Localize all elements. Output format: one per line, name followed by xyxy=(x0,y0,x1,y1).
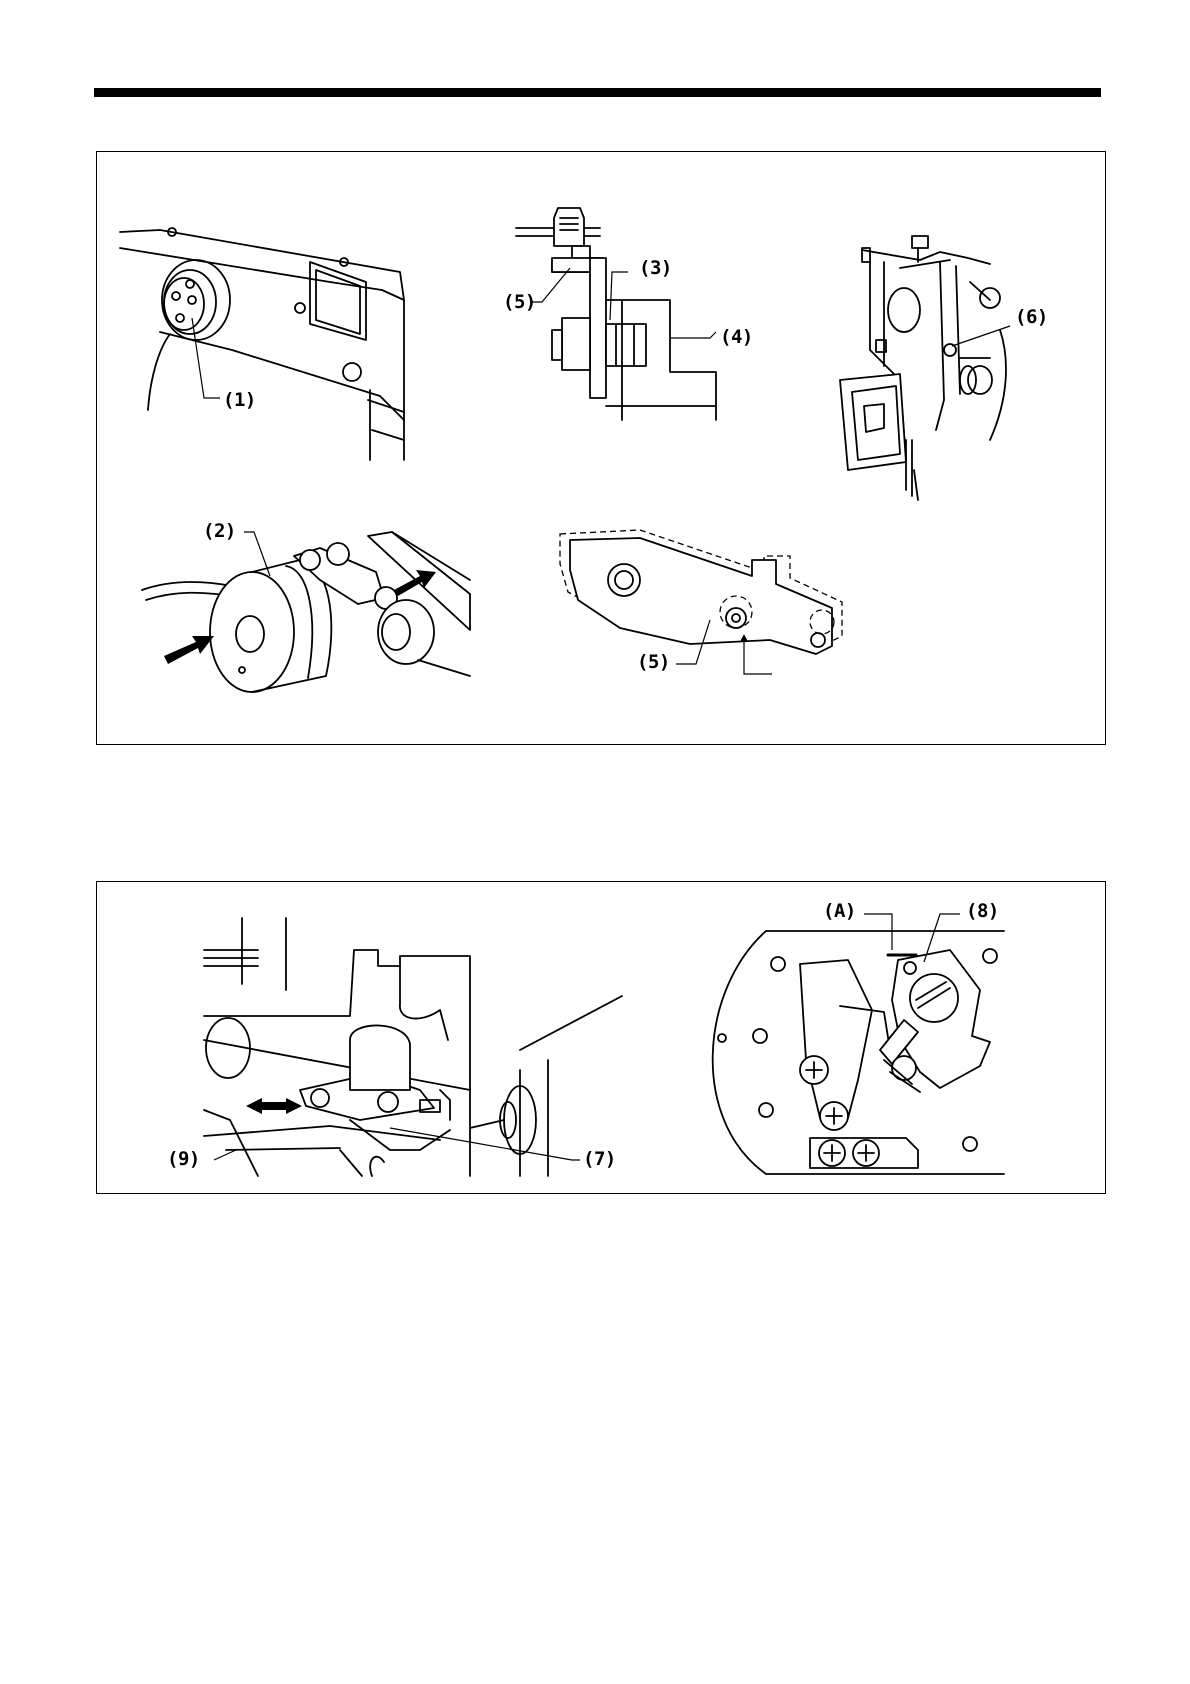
callout-5-top: (5) xyxy=(503,293,536,312)
illustration-lower-mechanism xyxy=(204,918,622,1176)
illustration-hook-plate xyxy=(713,914,1004,1174)
callout-1: (1) xyxy=(223,391,256,410)
illustration-bracket-section xyxy=(516,208,716,420)
illustration-arm-connector xyxy=(120,228,404,460)
callout-3: (3) xyxy=(639,259,672,278)
callout-8: (8) xyxy=(966,902,999,921)
callout-2: (2) xyxy=(203,522,236,541)
illustration-sewing-head xyxy=(840,236,1010,500)
callout-5-bottom: (5) xyxy=(637,653,670,672)
illustration-motor xyxy=(142,532,470,692)
callout-4: (4) xyxy=(720,328,753,347)
callout-6: (6) xyxy=(1015,308,1048,327)
callout-7: (7) xyxy=(583,1150,616,1169)
callout-9: (9) xyxy=(167,1150,200,1169)
illustration-lever xyxy=(560,530,842,674)
callout-A: (A) xyxy=(823,902,856,921)
